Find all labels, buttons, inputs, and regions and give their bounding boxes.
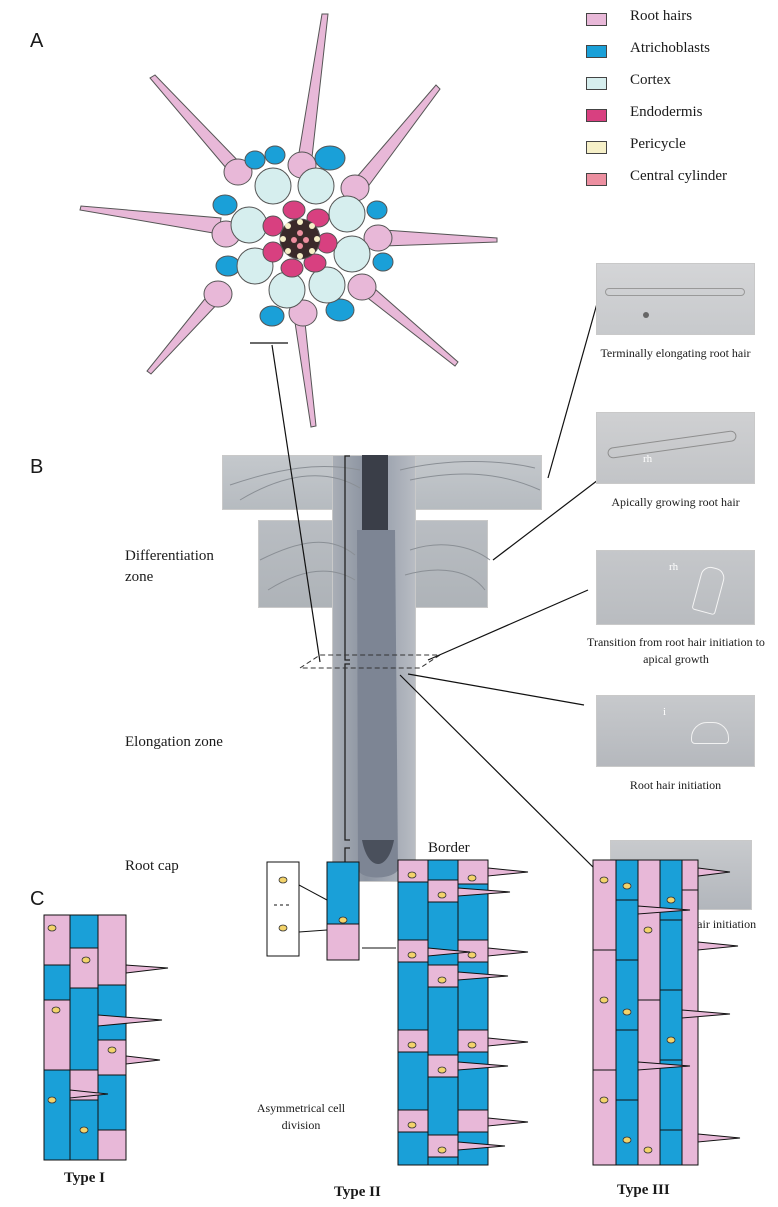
label-type1: Type I xyxy=(64,1170,105,1187)
label-type2: Type II xyxy=(334,1184,381,1201)
type1-diagram xyxy=(44,915,168,1160)
label-type3: Type III xyxy=(617,1182,670,1199)
type2-division xyxy=(267,862,396,960)
type2-diagram xyxy=(398,860,528,1165)
caption-asymmetrical-division: Asymmetrical cell division xyxy=(256,1100,346,1134)
type3-diagram xyxy=(593,860,740,1165)
